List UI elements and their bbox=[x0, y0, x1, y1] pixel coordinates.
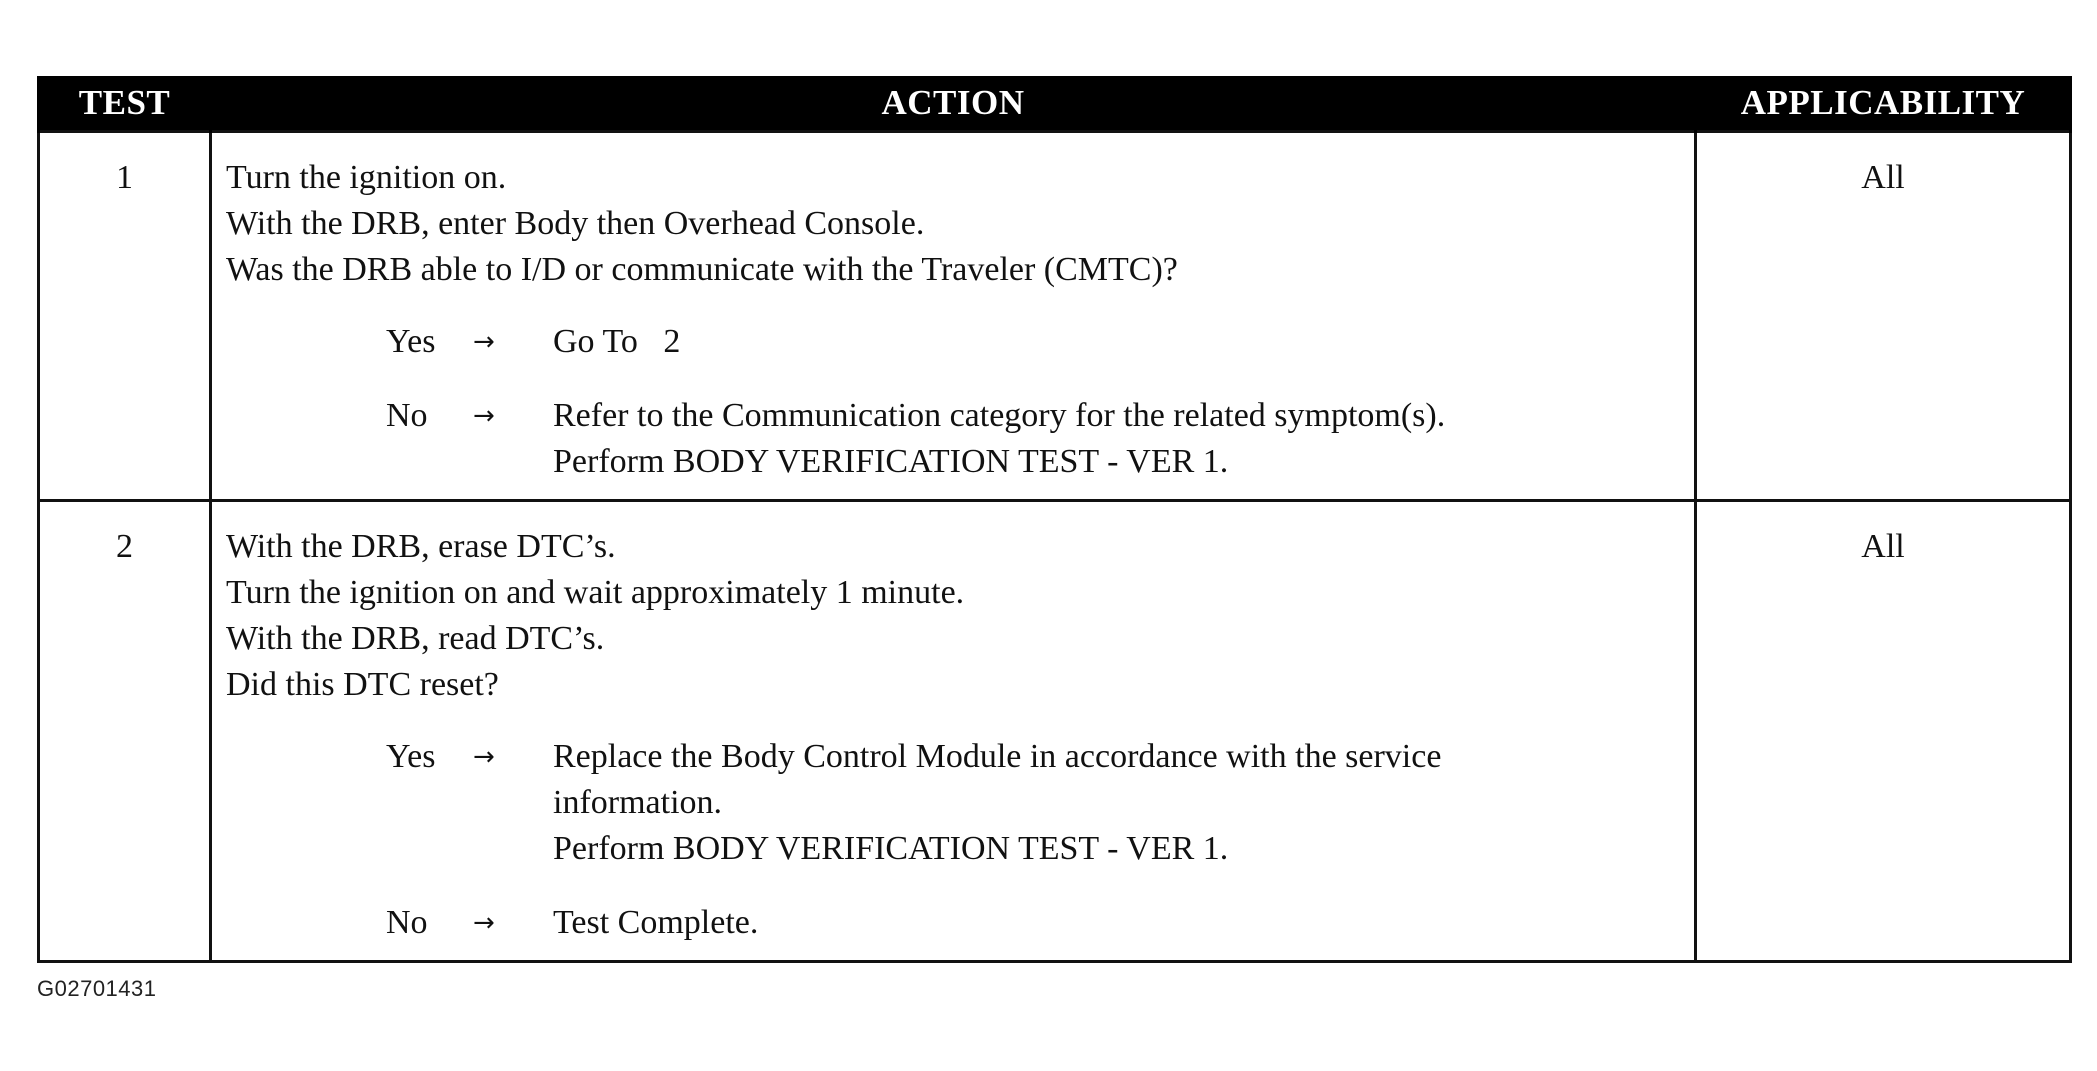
header-test: TEST bbox=[37, 76, 212, 132]
action-step: Turn the ignition on. bbox=[226, 159, 507, 196]
branch-yes: Yes → Replace the Body Control Module in… bbox=[226, 734, 1688, 872]
action-cell: With the DRB, erase DTC’s. Turn the igni… bbox=[209, 499, 1697, 963]
action-step: With the DRB, read DTC’s. bbox=[226, 620, 605, 657]
branch-text: Go To 2 bbox=[553, 319, 1688, 365]
branch-line: information. bbox=[553, 784, 723, 821]
branch-list: Yes → Go To 2 No → Refer to the Communic… bbox=[226, 319, 1688, 485]
diagnostic-test-table: TEST ACTION APPLICABILITY 1 Turn the ign… bbox=[37, 76, 2072, 963]
figure-id: G02701431 bbox=[37, 976, 157, 1001]
action-step: Did this DTC reset? bbox=[226, 666, 499, 703]
right-arrow-icon: → bbox=[473, 327, 495, 357]
table-header-row: TEST ACTION APPLICABILITY bbox=[37, 76, 2072, 132]
action-step: Was the DRB able to I/D or communicate w… bbox=[226, 251, 1178, 288]
table-row: 1 Turn the ignition on. With the DRB, en… bbox=[37, 130, 2072, 502]
right-arrow-icon: → bbox=[473, 742, 495, 772]
branch-text: Test Complete. bbox=[553, 900, 1688, 946]
right-arrow-icon: → bbox=[473, 908, 495, 938]
test-number: 1 bbox=[37, 130, 212, 502]
action-cell: Turn the ignition on. With the DRB, ente… bbox=[209, 130, 1697, 502]
right-arrow-icon: → bbox=[473, 401, 495, 431]
branch-yes: Yes → Go To 2 bbox=[226, 319, 1688, 365]
action-step: With the DRB, enter Body then Overhead C… bbox=[226, 205, 925, 242]
branch-label: No bbox=[386, 397, 428, 434]
action-step: Turn the ignition on and wait approximat… bbox=[226, 574, 965, 611]
branch-no: No → Refer to the Communication category… bbox=[226, 393, 1688, 485]
branch-label: Yes bbox=[386, 323, 436, 360]
applicability-value: All bbox=[1694, 499, 2072, 963]
branch-line: Perform BODY VERIFICATION TEST - VER 1. bbox=[553, 830, 1229, 867]
header-applicability: APPLICABILITY bbox=[1694, 76, 2072, 132]
branch-label: Yes bbox=[386, 738, 436, 775]
header-action: ACTION bbox=[209, 76, 1697, 132]
branch-line: Replace the Body Control Module in accor… bbox=[553, 738, 1442, 775]
branch-text: Replace the Body Control Module in accor… bbox=[553, 734, 1688, 872]
branch-no: No → Test Complete. bbox=[226, 900, 1688, 946]
branch-line: Go To 2 bbox=[553, 323, 681, 360]
test-number: 2 bbox=[37, 499, 212, 963]
branch-list: Yes → Replace the Body Control Module in… bbox=[226, 734, 1688, 946]
branch-line: Perform BODY VERIFICATION TEST - VER 1. bbox=[553, 443, 1229, 480]
action-step: With the DRB, erase DTC’s. bbox=[226, 528, 616, 565]
branch-text: Refer to the Communication category for … bbox=[553, 393, 1688, 485]
branch-label: No bbox=[386, 904, 428, 941]
branch-line: Test Complete. bbox=[553, 904, 759, 941]
applicability-value: All bbox=[1694, 130, 2072, 502]
table-row: 2 With the DRB, erase DTC’s. Turn the ig… bbox=[37, 499, 2072, 963]
branch-line: Refer to the Communication category for … bbox=[553, 397, 1446, 434]
